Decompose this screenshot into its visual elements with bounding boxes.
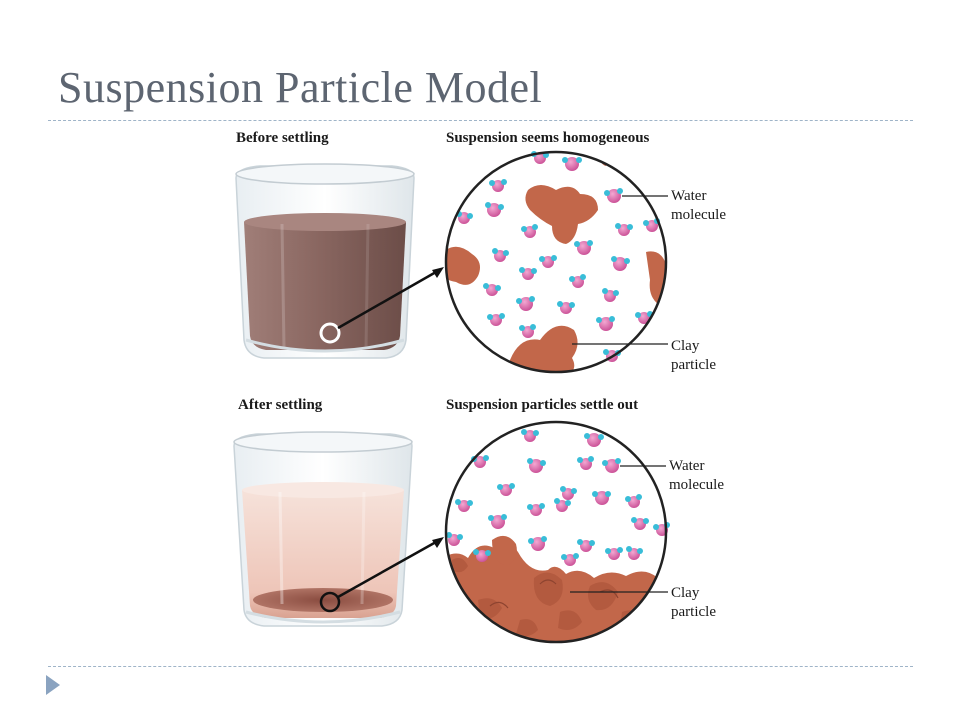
sample-circle-bottom (319, 591, 341, 613)
sample-circle-top (319, 322, 341, 344)
settled-suspension-view (444, 420, 670, 644)
glass-before-settling (235, 163, 415, 359)
bottom-divider (48, 666, 913, 667)
zoom-arrow-top (337, 270, 437, 330)
glass-after-settling (233, 431, 413, 627)
zoom-arrow-bottom (337, 540, 437, 599)
slide-bullet-icon (46, 675, 60, 695)
settle-out-heading: Suspension particles settle out (446, 397, 639, 413)
homogeneous-suspension-view (444, 150, 668, 374)
water-molecules-bottom (446, 429, 670, 566)
before-settling-heading: Before settling (236, 130, 329, 146)
top-divider (48, 120, 913, 121)
after-settling-heading: After settling (238, 397, 323, 413)
homogeneous-heading: Suspension seems homogeneous (446, 130, 650, 146)
slide-title: Suspension Particle Model (58, 63, 543, 112)
